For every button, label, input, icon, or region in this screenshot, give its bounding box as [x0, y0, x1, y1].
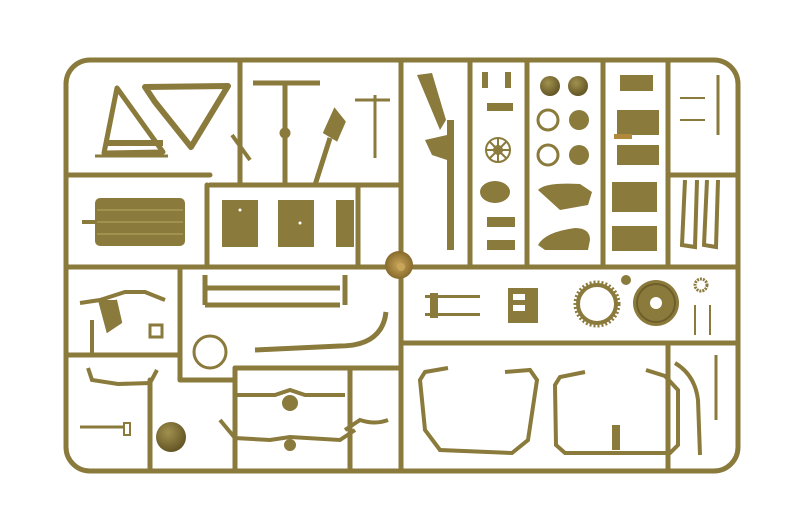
- gear-ring: [573, 280, 621, 328]
- tank-shape-parts: [538, 183, 592, 250]
- u-frame-right: [552, 368, 680, 455]
- bracket-block: [425, 288, 538, 323]
- ring-part: [192, 334, 228, 370]
- handlebar-linkage: [79, 290, 166, 387]
- rectangular-plates: [222, 200, 354, 247]
- ribbed-panel: [82, 198, 185, 246]
- u-frame-left: [417, 366, 540, 456]
- cross-bar-part: [230, 80, 390, 186]
- sprue-frame: [63, 57, 741, 474]
- curved-lever-right: [673, 355, 718, 456]
- disc-with-hole: [621, 275, 679, 326]
- levers-right: [679, 75, 720, 250]
- lamp-domes: [536, 76, 589, 167]
- triangle-frame-left: [95, 85, 168, 158]
- curved-frame-bar: [254, 311, 389, 353]
- box-containers: [612, 75, 659, 251]
- spoked-wheel-small: [485, 137, 511, 163]
- small-gear: [693, 277, 711, 335]
- long-rails: [202, 275, 348, 308]
- triangle-frame-right: [142, 83, 231, 150]
- round-headlamp-shell: [80, 422, 186, 452]
- rifle-part: [417, 73, 454, 250]
- bracket-bars: [218, 387, 389, 451]
- small-tank-parts: [480, 72, 515, 250]
- central-hub-sprue-gate: [385, 251, 413, 279]
